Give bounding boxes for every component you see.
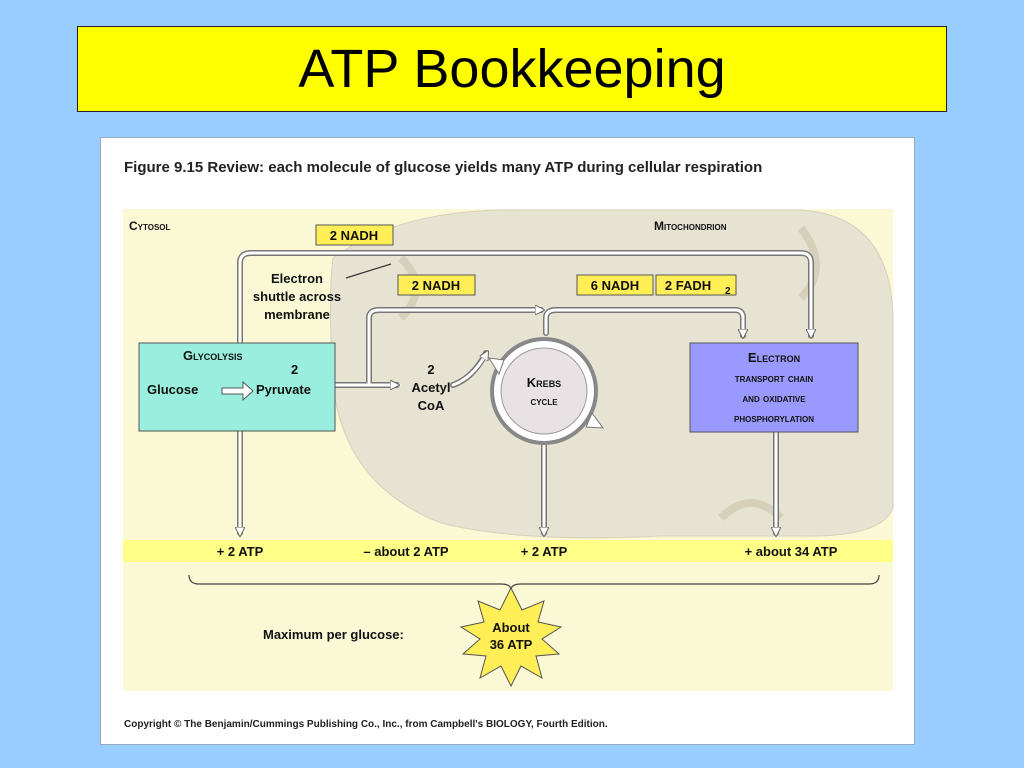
krebs-label-line1: Krebs [527, 375, 561, 390]
glycolysis-title: Glycolysis [183, 348, 242, 363]
max-per-glucose-label: Maximum per glucose: [263, 627, 404, 642]
atp-glycolysis: + 2 ATP [217, 544, 264, 559]
burst-line1: About [492, 620, 530, 635]
atp-shuttle-cost: – about 2 ATP [363, 544, 449, 559]
figure-caption: Figure 9.15 Review: each molecule of glu… [124, 159, 763, 176]
svg-text:2 FADH: 2 FADH [665, 278, 711, 293]
svg-text:2 NADH: 2 NADH [412, 278, 460, 293]
atp-etc: + about 34 ATP [745, 544, 838, 559]
svg-text:phosphorylation: phosphorylation [734, 411, 814, 425]
nadh-pyruvate-box: 2 NADH [397, 274, 476, 296]
cristae-fold [797, 225, 820, 301]
svg-text:2 NADH: 2 NADH [330, 228, 378, 243]
region-cytosol: Cytosol [129, 219, 171, 233]
glucose-arrow [221, 380, 254, 402]
slide-title: ATP Bookkeeping [298, 39, 726, 99]
krebs-cycle: Krebs cycle [488, 337, 605, 445]
acetyl-count: 2 [427, 362, 434, 377]
shuttle-label-line3: membrane [264, 307, 330, 322]
svg-text:Electron: Electron [748, 350, 800, 365]
nadh-krebs-box: 6 NADH [576, 274, 654, 296]
pyruvate-count: 2 [291, 362, 298, 377]
svg-text:and oxidative: and oxidative [742, 391, 806, 405]
region-mitochondrion: Mitochondrion [654, 219, 727, 233]
pyruvate-label: Pyruvate [256, 382, 311, 397]
shuttle-label-line1: Electron [271, 271, 323, 286]
krebs-label-line2: cycle [530, 394, 558, 408]
nadh-shuttle-box: 2 NADH [315, 224, 394, 246]
svg-text:6 NADH: 6 NADH [591, 278, 639, 293]
coa-label: CoA [418, 398, 445, 413]
glucose-label: Glucose [147, 382, 198, 397]
svg-text:transport chain: transport chain [735, 371, 814, 385]
shuttle-pointer [345, 263, 392, 279]
fadh-krebs-box: 2 FADH 2 [655, 274, 737, 297]
glycolysis-box: Glycolysis 2 Glucose Pyruvate [138, 342, 336, 432]
acetyl-label: Acetyl [411, 380, 450, 395]
shuttle-label-line2: shuttle across [253, 289, 341, 304]
flow-arrows-inner [240, 251, 811, 538]
figure-panel: Figure 9.15 Review: each molecule of glu… [100, 137, 915, 745]
svg-text:2: 2 [725, 286, 731, 297]
atp-krebs: + 2 ATP [521, 544, 568, 559]
respiration-diagram: Cytosol Mitochondrion [123, 209, 894, 691]
copyright-notice: Copyright © The Benjamin/Cummings Publis… [124, 719, 608, 730]
burst-line2: 36 ATP [490, 637, 533, 652]
atp-band [123, 540, 893, 562]
slide-title-box: ATP Bookkeeping [77, 26, 947, 112]
etc-box: Electron transport chain and oxidative p… [689, 342, 859, 433]
atp-burst: About 36 ATP [459, 586, 563, 688]
